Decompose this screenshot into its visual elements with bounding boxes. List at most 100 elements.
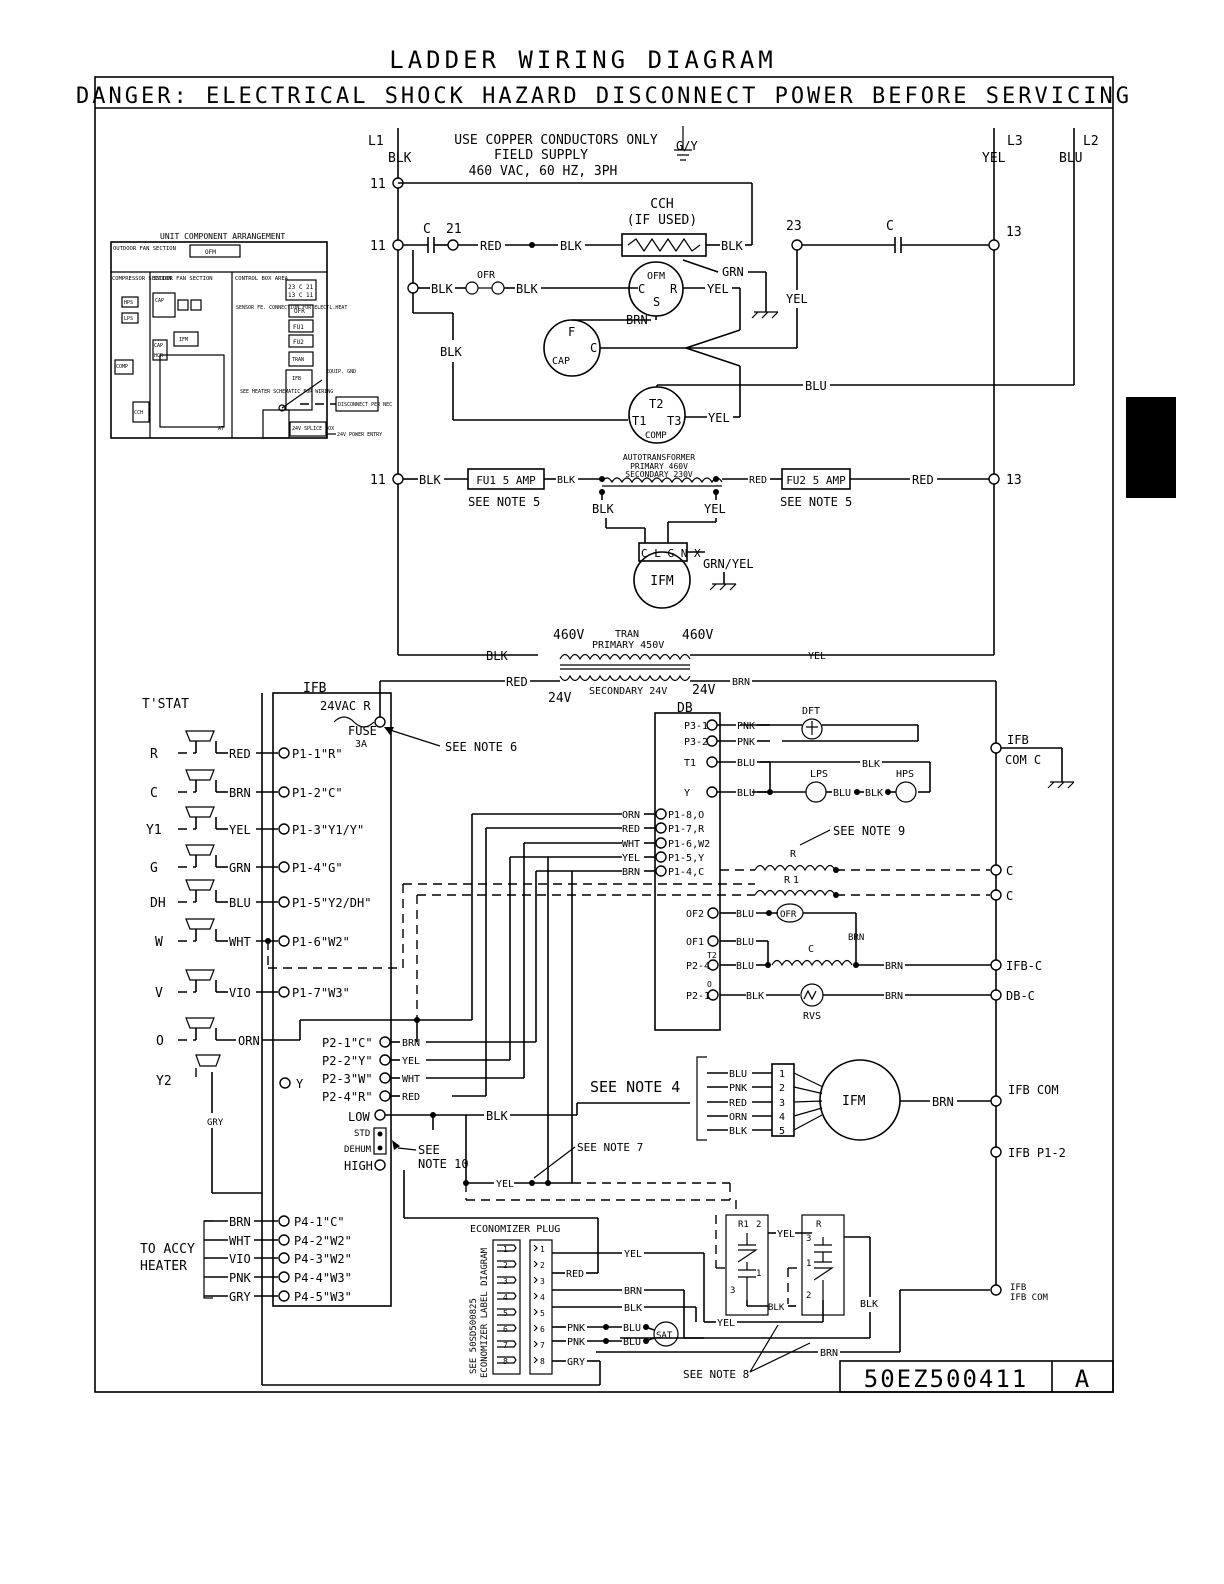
svg-text:BLK: BLK — [419, 473, 441, 487]
p1-terminal — [278, 747, 290, 759]
svg-text:BLU: BLU — [833, 788, 851, 799]
svg-text:C: C — [886, 219, 894, 234]
svg-text:3A: 3A — [355, 739, 367, 750]
svg-text:BLK: BLK — [721, 239, 743, 253]
ifm-wire-label: PNK — [729, 1083, 747, 1094]
p2-terminal — [379, 1090, 391, 1102]
svg-text:23 C 21: 23 C 21 — [288, 284, 314, 291]
svg-text:BRN: BRN — [732, 677, 750, 688]
svg-text:R: R — [670, 282, 678, 296]
svg-text:HPS: HPS — [124, 300, 133, 306]
econ-pin-right: 8 — [540, 1357, 545, 1366]
svg-text:RED: RED — [506, 675, 528, 689]
svg-text:YEL: YEL — [496, 1179, 514, 1190]
p1-label: P1-4"G" — [292, 861, 343, 875]
svg-text:OUTDOOR FAN SECTION: OUTDOOR FAN SECTION — [113, 246, 176, 252]
db-terminal-label: Y — [684, 788, 690, 799]
db-terminal — [706, 735, 718, 747]
diagram-title: LADDER WIRING DIAGRAM — [389, 46, 776, 74]
cch-label: CCH — [650, 197, 673, 212]
fuse-3a — [333, 716, 375, 728]
db-lower-terminal — [707, 989, 719, 1001]
supply-label: FIELD SUPPLY — [494, 148, 588, 163]
p1-terminal — [278, 823, 290, 835]
tstat-terminal: C — [150, 786, 158, 801]
svg-text:T1: T1 — [632, 414, 646, 428]
econ-pin-arrow — [533, 1308, 538, 1316]
tstat-wire-label: WHT — [229, 935, 251, 949]
svg-text:COM C: COM C — [1005, 753, 1041, 767]
svg-text:SEE NOTE 4: SEE NOTE 4 — [590, 1078, 680, 1096]
svg-text:ECONOMIZER PLUG: ECONOMIZER PLUG — [470, 1224, 560, 1235]
transformer-primary — [559, 653, 691, 661]
db-lower-label: P2-1 — [686, 991, 710, 1002]
svg-text:CAP: CAP — [154, 343, 163, 349]
tstat-switch-icon — [185, 879, 215, 891]
p2-label: P2-1"C" — [322, 1036, 373, 1050]
p4-label: P4-1"C" — [294, 1215, 345, 1229]
chassis-ground-icon — [709, 583, 737, 591]
econ-pin-arrow — [533, 1260, 538, 1268]
autotransformer-label: AUTOTRANSFORMER — [623, 453, 695, 462]
svg-text:BRN: BRN — [848, 933, 864, 943]
svg-text:LPS: LPS — [124, 316, 133, 322]
db-wire-label: YEL — [622, 853, 640, 864]
ifm-lead — [793, 1100, 823, 1103]
svg-text:C: C — [590, 341, 597, 355]
tstat-switch-icon — [185, 730, 215, 742]
db-lower-label: OF1 — [686, 937, 704, 948]
svg-text:YEL: YEL — [624, 1249, 642, 1260]
db-terminal-label: T1 — [684, 758, 696, 769]
svg-text:IFB P1-2: IFB P1-2 — [1008, 1146, 1066, 1160]
svg-text:SECONDARY 230V: SECONDARY 230V — [625, 470, 693, 479]
ifb-p1-connector: P1-1"R"P1-2"C"P1-3"Y1/Y"P1-4"G"P1-5"Y2/D… — [278, 747, 371, 1000]
svg-text:INDOOR FAN SECTION: INDOOR FAN SECTION — [153, 276, 213, 282]
chassis-ground-icon — [1047, 781, 1075, 789]
db-p1-label: P1-8,O — [668, 810, 704, 821]
unit-component-arrangement: UNIT COMPONENT ARRANGEMENT OUTDOOR FAN S… — [110, 232, 392, 439]
svg-text:13: 13 — [1006, 473, 1022, 488]
p4-terminal — [278, 1215, 290, 1227]
p4-terminal — [278, 1234, 290, 1246]
transformer-secondary — [559, 674, 691, 682]
svg-text:STD: STD — [354, 1129, 370, 1139]
p4-wire-label: GRY — [229, 1290, 251, 1304]
svg-text:BLK: BLK — [486, 1109, 508, 1123]
dehum-jumper — [373, 1127, 387, 1155]
svg-text:460V: 460V — [682, 628, 713, 643]
svg-text:23: 23 — [786, 219, 802, 234]
svg-text:HCR: HCR — [154, 353, 164, 359]
defrost-thermostat-dft — [801, 718, 823, 740]
p2-wire-label: BRN — [402, 1038, 420, 1049]
p4-wire-label: BRN — [229, 1215, 251, 1229]
svg-text:OFR: OFR — [780, 910, 797, 920]
svg-text:1: 1 — [756, 1269, 761, 1279]
db-wire-label: BLU — [737, 758, 755, 769]
svg-text:BRN: BRN — [885, 991, 903, 1002]
svg-text:C: C — [1006, 889, 1013, 903]
diagram-frame — [94, 76, 1114, 1393]
tstat-wire-label: GRN — [229, 861, 251, 875]
svg-text:BLK: BLK — [865, 788, 883, 799]
svg-text:BLK: BLK — [516, 282, 538, 296]
db-p1-terminal — [655, 865, 667, 877]
svg-text:SEE NOTE 8: SEE NOTE 8 — [683, 1368, 749, 1381]
econ-pin-arrow — [533, 1244, 538, 1252]
svg-text:21: 21 — [446, 222, 462, 237]
svg-text:BLU: BLU — [623, 1337, 641, 1348]
svg-text:SEE NOTE 5: SEE NOTE 5 — [468, 495, 540, 509]
db-wire-label: ORN — [622, 810, 640, 821]
svg-text:IFB-C: IFB-C — [1006, 959, 1042, 973]
econ-pin-right: 5 — [540, 1309, 545, 1318]
db-wire-label: BLU — [737, 788, 755, 799]
svg-text:24V POWER ENTRY: 24V POWER ENTRY — [337, 432, 382, 438]
svg-text:CCH: CCH — [134, 410, 143, 416]
svg-text:SEE 50SD500825: SEE 50SD500825 — [469, 1298, 479, 1374]
svg-text:PRIMARY 460V: PRIMARY 460V — [630, 462, 688, 471]
svg-text:R: R — [784, 875, 791, 886]
svg-text:IFB: IFB — [1007, 733, 1029, 747]
svg-text:C: C — [638, 282, 645, 296]
p2-label: P2-2"Y" — [322, 1054, 373, 1068]
